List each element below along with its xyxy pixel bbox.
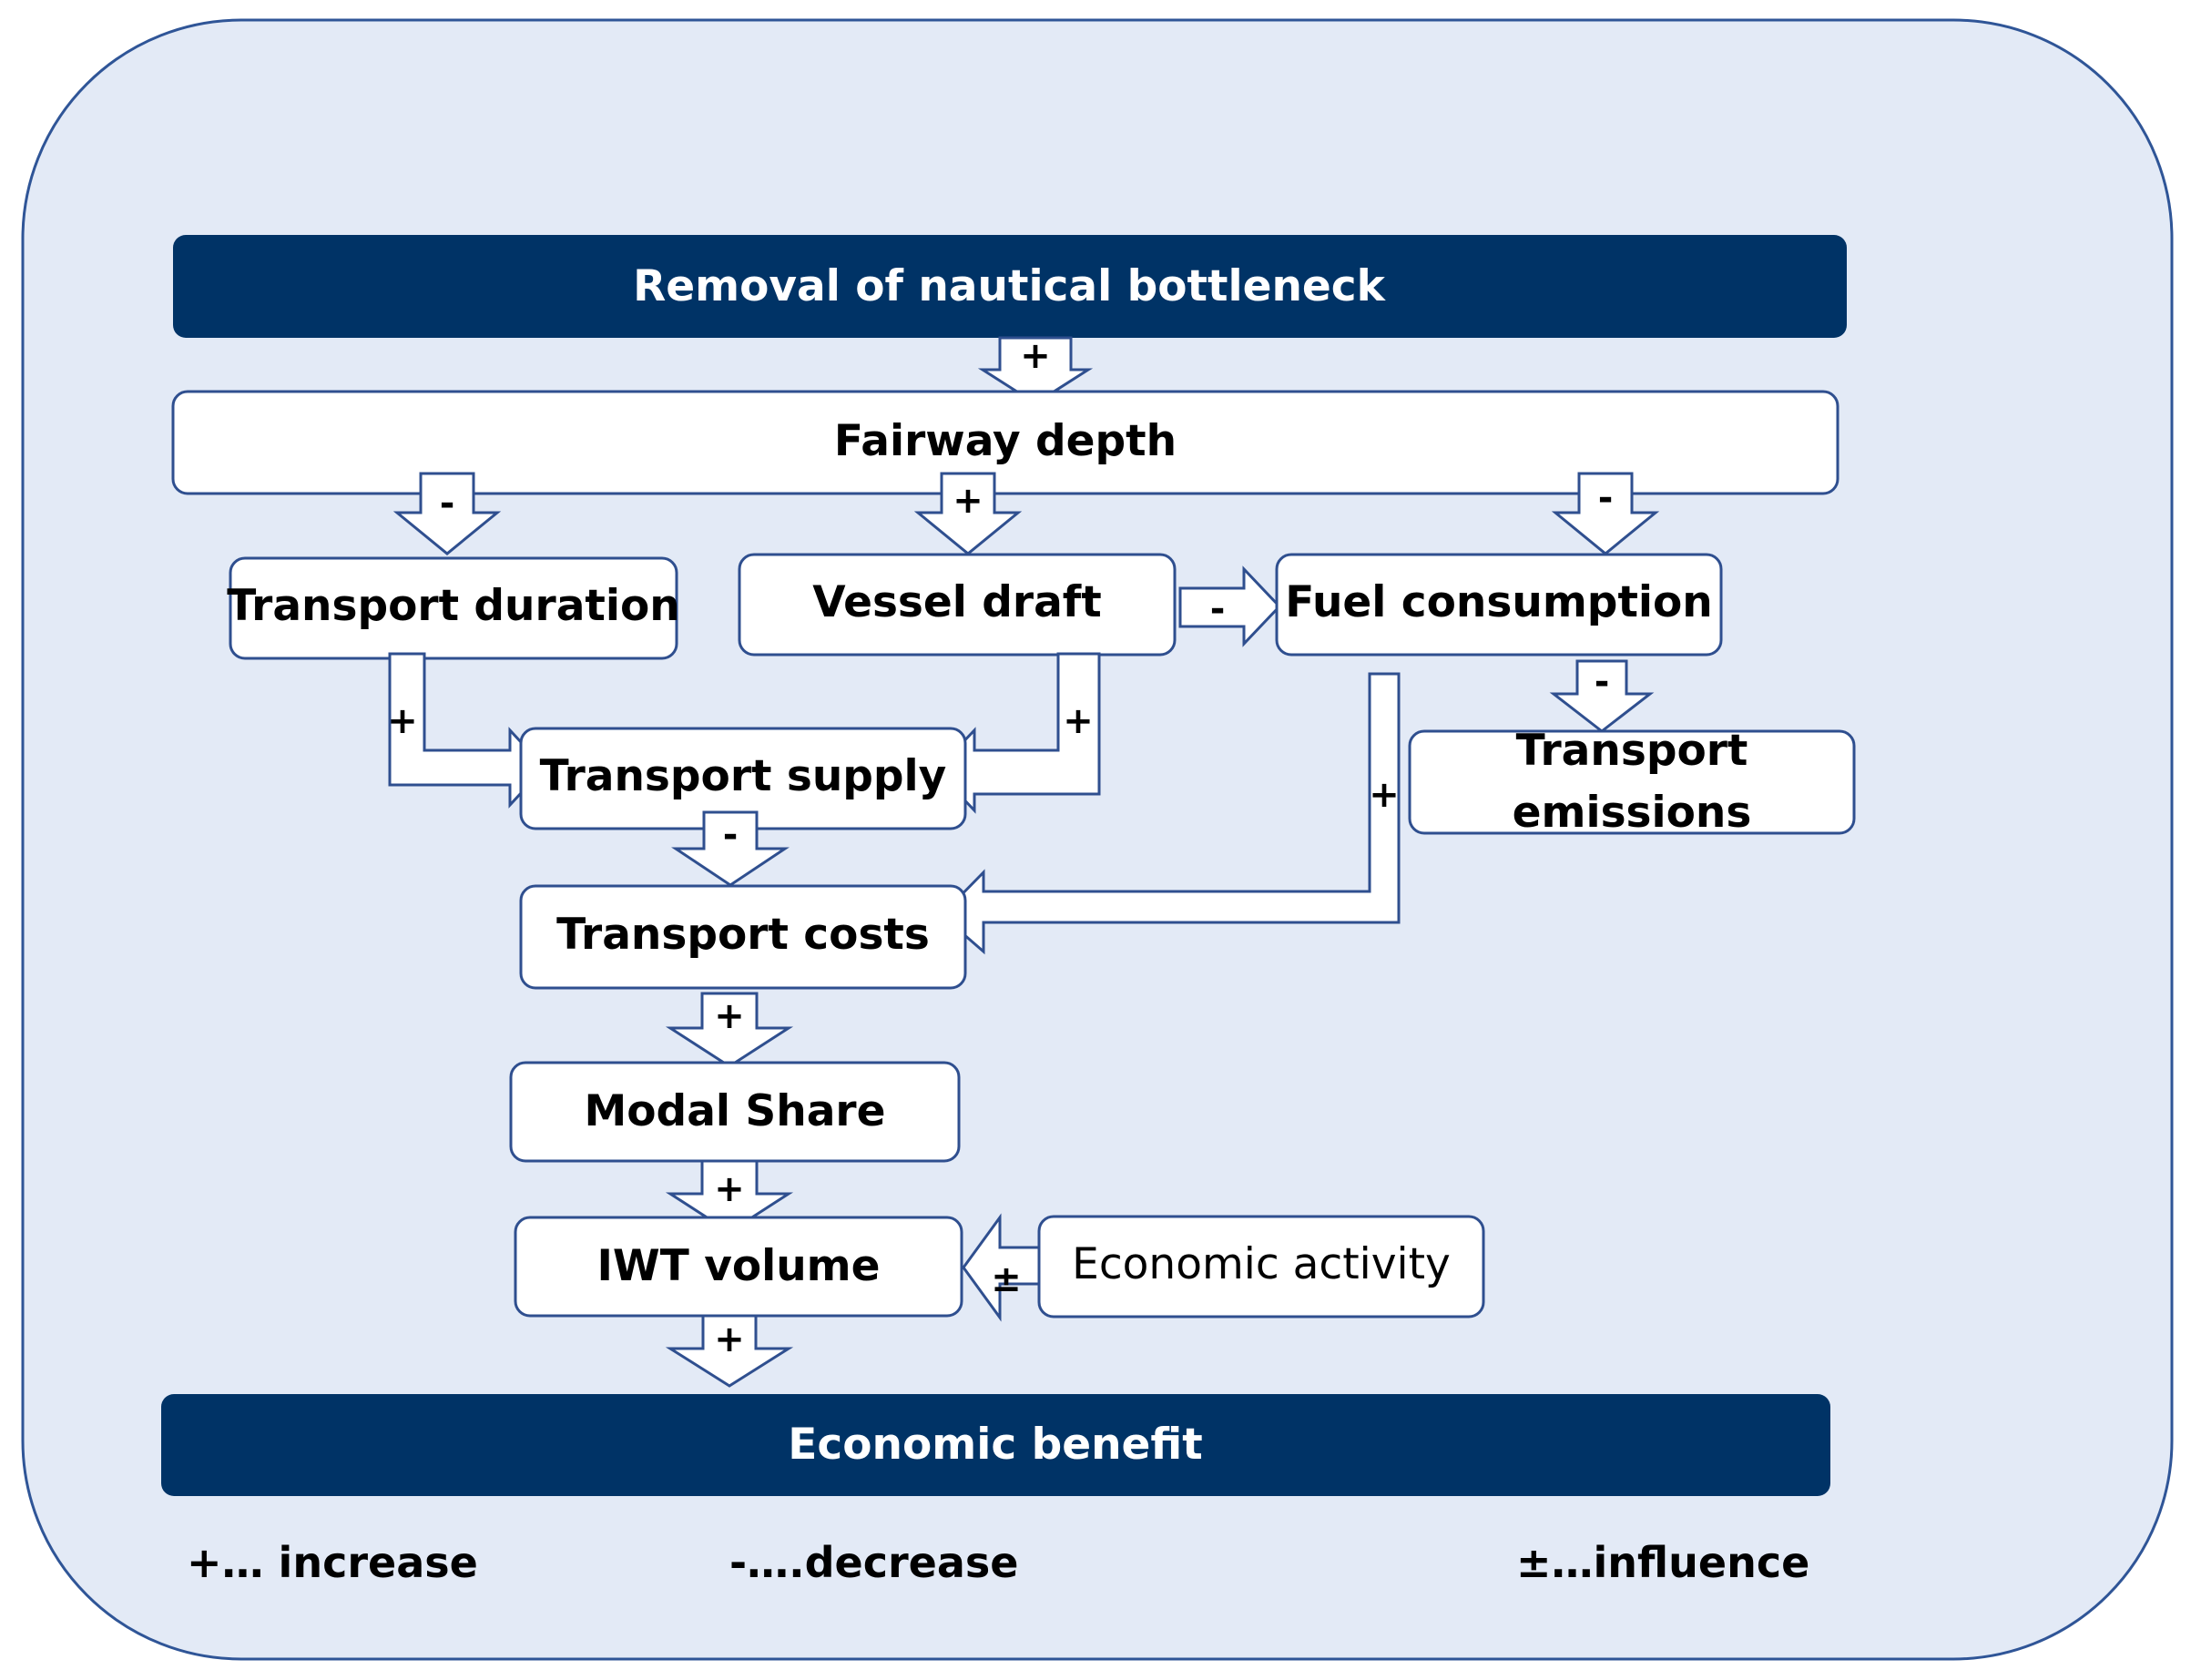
node-transport-emissions bbox=[1408, 729, 1856, 835]
sign-fuel-to-costs: + bbox=[1369, 774, 1400, 816]
node-fuel-consumption bbox=[1275, 553, 1723, 657]
node-fairway-depth-label: Fairway depth bbox=[834, 416, 1177, 466]
arrow-modal-to-iwt bbox=[665, 1159, 794, 1234]
node-transport-duration bbox=[229, 556, 678, 660]
sign-draft-to-supply: + bbox=[1063, 700, 1094, 742]
sign-supply-to-costs: - bbox=[723, 814, 739, 856]
arrow-costs-to-modal bbox=[665, 992, 794, 1068]
banner-bottom-label: Economic benefit bbox=[788, 1420, 1202, 1470]
node-vessel-draft-label: Vessel draft bbox=[812, 577, 1101, 627]
node-vessel-draft bbox=[738, 553, 1177, 657]
arrow-iwt-to-benefit bbox=[665, 1314, 794, 1388]
sign-costs-to-modal: + bbox=[714, 995, 745, 1037]
node-fairway-depth bbox=[171, 390, 1839, 495]
arrow-bottleneck-to-fairway bbox=[977, 336, 1094, 405]
arrow-draft-to-fuel bbox=[1178, 565, 1282, 647]
node-transport-emissions-label-2: emissions bbox=[1513, 788, 1752, 838]
node-transport-emissions-label-1: Transport bbox=[1516, 726, 1748, 776]
node-transport-costs bbox=[519, 884, 967, 990]
sign-duration-to-supply: + bbox=[387, 700, 418, 742]
arrow-supply-to-costs bbox=[671, 810, 790, 887]
sign-fairway-to-draft: + bbox=[953, 480, 983, 522]
banner-bottom bbox=[161, 1394, 1830, 1496]
legend-decrease: -….decrease bbox=[729, 1538, 1018, 1587]
arrow-fairway-to-draft bbox=[913, 472, 1023, 555]
sign-fairway-to-fuel: - bbox=[1598, 477, 1614, 519]
sign-draft-to-fuel: - bbox=[1210, 588, 1226, 630]
sign-iwt-to-benefit: + bbox=[714, 1319, 745, 1360]
arrow-fairway-to-fuel bbox=[1551, 472, 1660, 555]
node-transport-supply-label: Transport supply bbox=[540, 751, 947, 801]
node-transport-costs-label: Transport costs bbox=[556, 910, 930, 960]
legend-increase: +… increase bbox=[187, 1538, 478, 1587]
banner-top bbox=[173, 235, 1847, 338]
sign-activity-to-iwt: ± bbox=[991, 1258, 1022, 1300]
legend-influence: ±…influence bbox=[1516, 1538, 1809, 1587]
sign-modal-to-iwt: + bbox=[714, 1168, 745, 1210]
banner-top-label: Removal of nautical bottleneck bbox=[633, 261, 1387, 311]
arrow-activity-to-iwt bbox=[962, 1213, 1041, 1322]
node-economic-activity-label: Economic activity bbox=[1072, 1239, 1451, 1289]
node-iwt-volume-label: IWT volume bbox=[596, 1241, 880, 1291]
sign-bottleneck-to-fairway: + bbox=[1020, 335, 1051, 377]
arrow-fairway-to-duration bbox=[392, 472, 502, 555]
node-transport-duration-label: Transport duration bbox=[227, 581, 680, 631]
arrow-fuel-to-emissions bbox=[1549, 659, 1655, 733]
node-modal-share-label: Modal Share bbox=[585, 1086, 886, 1136]
sign-fairway-to-duration: - bbox=[440, 483, 455, 524]
sign-fuel-to-emissions: - bbox=[1595, 661, 1610, 703]
node-economic-activity bbox=[1037, 1215, 1485, 1319]
node-fuel-consumption-label: Fuel consumption bbox=[1285, 577, 1713, 627]
